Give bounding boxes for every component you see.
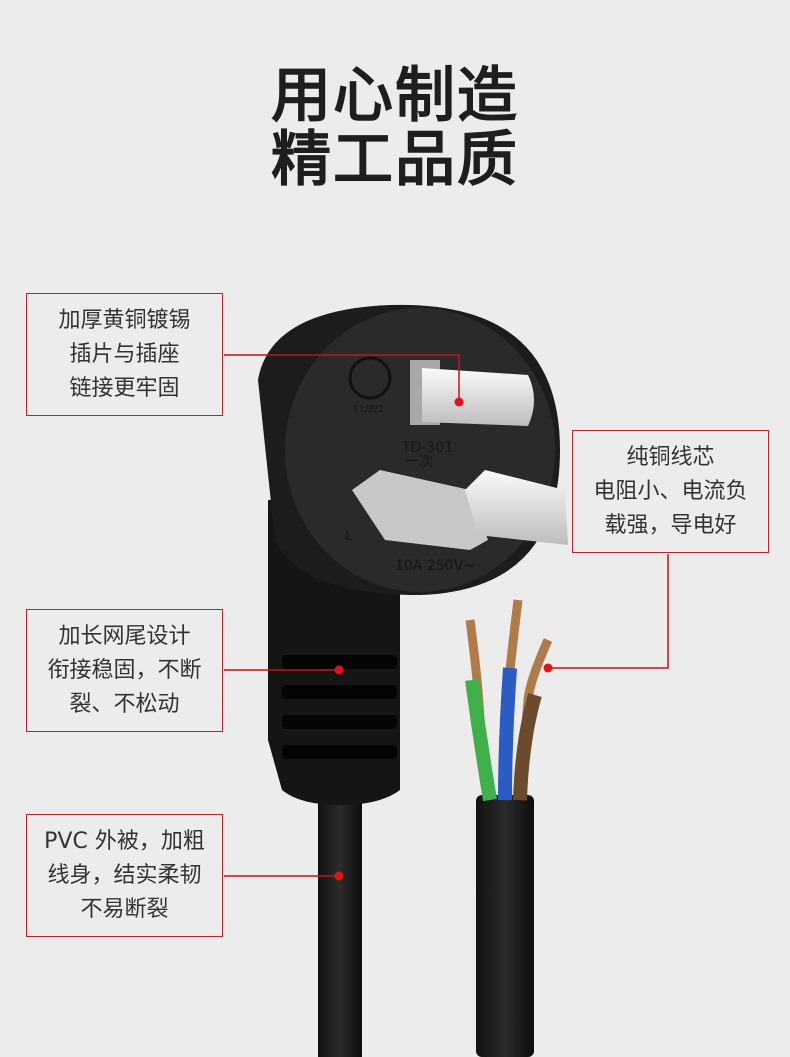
callout-text: 加厚黄铜镀锡 (58, 307, 191, 333)
headline-line-2: 精工品质 (271, 125, 519, 195)
callout-pvc-jacket: PVC 外被，加粗 线身，结实柔韧 不易断裂 (26, 814, 223, 937)
ccc-mark-icon (348, 356, 392, 400)
callout-text: 载强，导电好 (604, 512, 737, 538)
callout-text: 裂、不松动 (69, 691, 180, 717)
callout-text: 纯铜线芯 (626, 444, 715, 470)
marking-brand: 一次 (405, 454, 433, 470)
earth-pin (422, 368, 534, 426)
marking-rating: 10A 250V~ (395, 558, 475, 574)
callout-text: 加长网尾设计 (58, 623, 191, 649)
callout-tail-design: 加长网尾设计 衔接稳固，不断 裂、不松动 (26, 609, 223, 732)
leader-lines (224, 354, 669, 877)
callout-text: 衔接稳固，不断 (47, 657, 202, 683)
neutral-wire (498, 667, 517, 801)
marking-pin: L (345, 528, 353, 544)
stripped-cable (476, 795, 534, 1057)
callout-brass-pins: 加厚黄铜镀锡 插片与插座 链接更牢固 (26, 293, 223, 416)
callout-dots (334, 397, 553, 881)
live-wire (513, 693, 542, 801)
callout-text: 链接更牢固 (69, 375, 180, 401)
marking-model: TD-301 (401, 440, 453, 456)
plug-cord (318, 790, 362, 1057)
callout-text: 不易断裂 (80, 896, 169, 922)
earth-wire (465, 679, 497, 802)
headline-line-1: 用心制造 (271, 61, 519, 131)
callout-text: PVC 外被，加粗 (44, 828, 205, 854)
callout-text: 线身，结实柔韧 (47, 862, 202, 888)
callout-copper-core: 纯铜线芯 电阻小、电流负 载强，导电好 (572, 430, 769, 553)
live-pin (352, 470, 488, 550)
callout-text: 插片与插座 (69, 341, 180, 367)
neutral-pin (465, 470, 568, 545)
grip-ridges (282, 655, 397, 759)
marking-cert: 11/8/1 (352, 404, 384, 415)
callout-text: 电阻小、电流负 (593, 478, 748, 504)
